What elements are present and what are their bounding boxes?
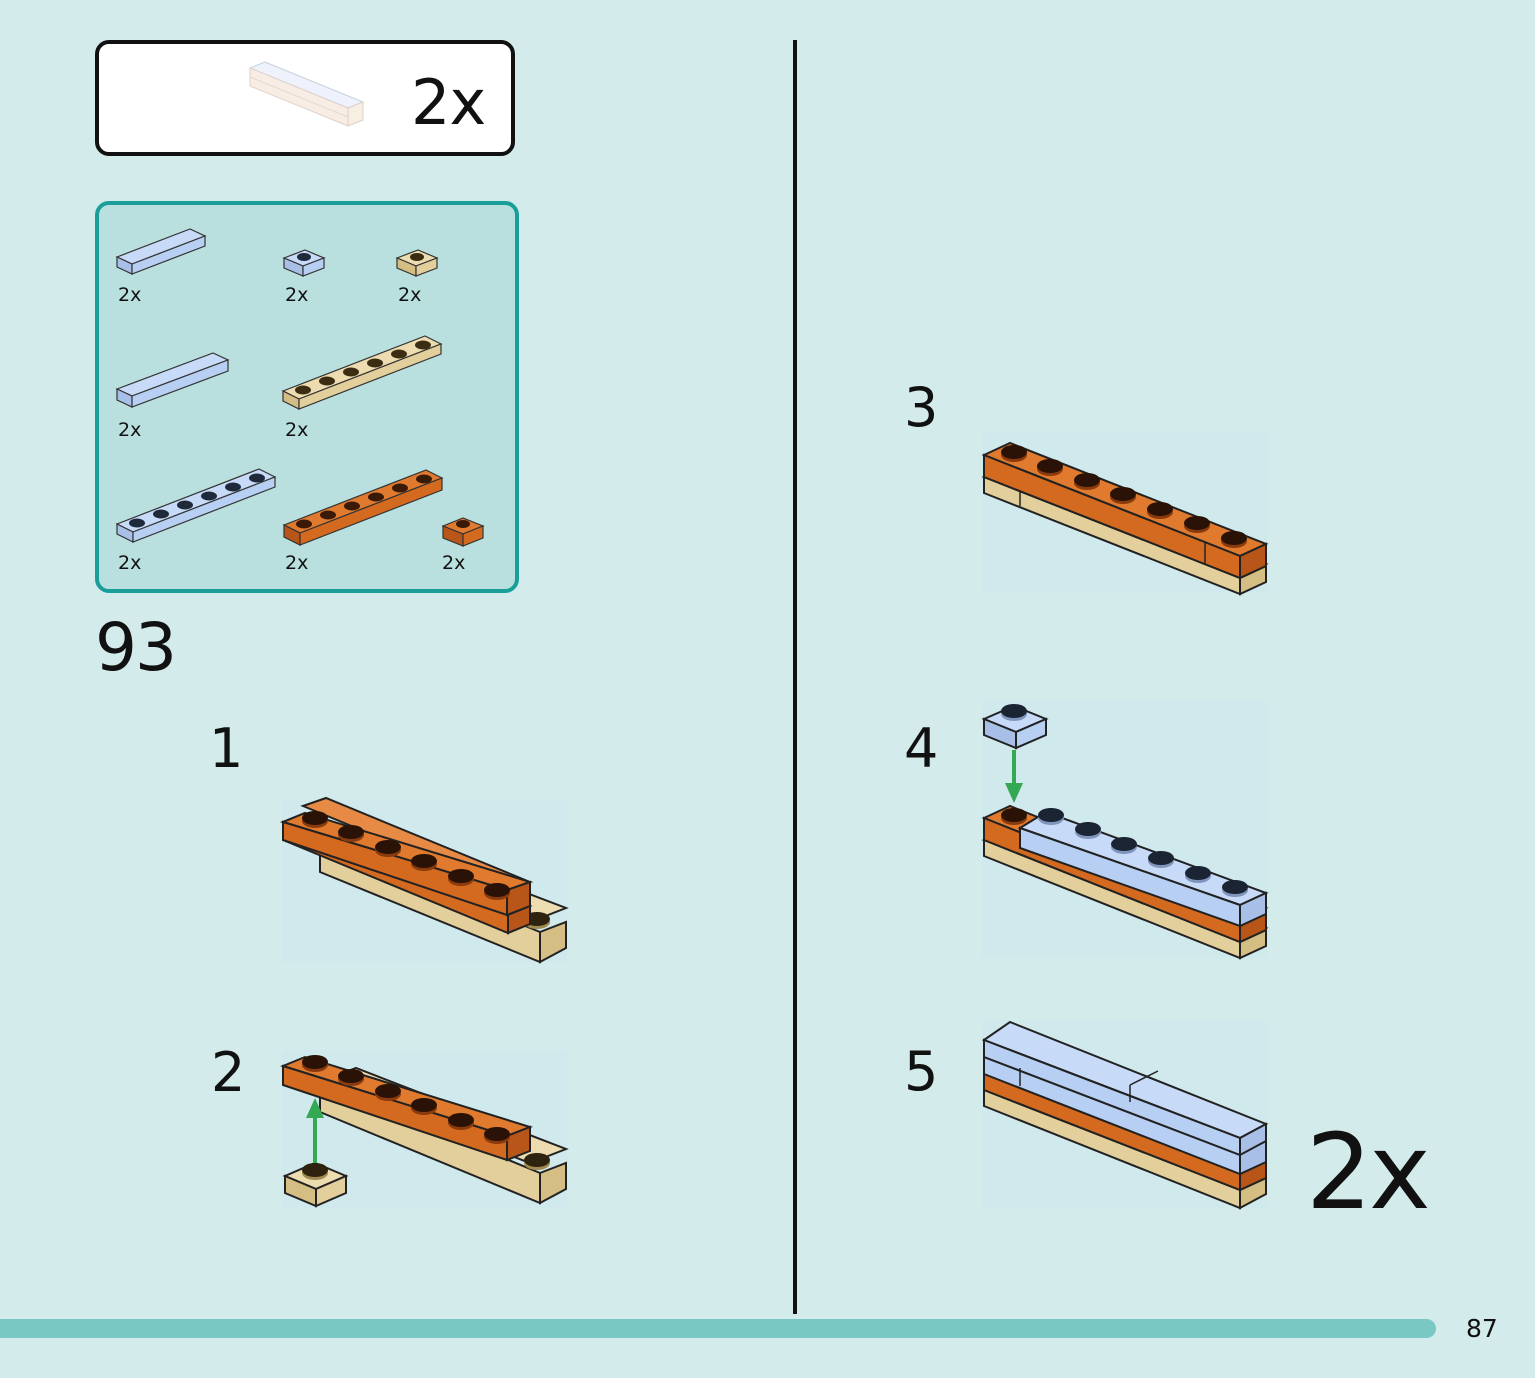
part-qty: 2x — [442, 552, 466, 574]
part-light-blue-tile-1x6 — [115, 352, 230, 408]
parts-list-drawings — [115, 228, 485, 547]
step-2-illustration — [280, 1050, 569, 1208]
step-3-illustration — [981, 432, 1269, 596]
substep-number-5: 5 — [904, 1040, 939, 1103]
substep-number-3: 3 — [904, 376, 939, 439]
part-orange-plate-1x6 — [282, 469, 444, 546]
callout-count: 2x — [411, 66, 486, 139]
part-light-blue-plate-1x6 — [115, 468, 277, 543]
part-qty: 2x — [118, 284, 142, 306]
step-5-illustration — [981, 1020, 1269, 1210]
main-step-number: 93 — [95, 609, 177, 686]
callout-box: 2x — [95, 40, 515, 156]
substep-number-1: 1 — [209, 717, 244, 780]
part-tan-plate-1x6 — [281, 335, 443, 410]
footer-bar — [0, 1319, 1436, 1338]
step-1-illustration — [280, 796, 569, 964]
part-light-blue-tile-1x4 — [115, 228, 207, 275]
part-qty: 2x — [285, 552, 309, 574]
step-4-illustration — [981, 700, 1269, 960]
part-qty: 2x — [285, 284, 309, 306]
part-tan-plate-1x1 — [395, 249, 439, 277]
callout-assembly-icon — [248, 61, 365, 127]
part-light-blue-plate-1x1 — [282, 249, 326, 277]
part-qty: 2x — [398, 284, 422, 306]
part-orange-plate-1x1 — [441, 517, 485, 547]
part-qty: 2x — [118, 552, 142, 574]
substep-number-4: 4 — [904, 717, 939, 780]
parts-list-box: 2x 2x 2x 2x 2x 2x 2x 2x — [95, 201, 519, 593]
final-count: 2x — [1306, 1111, 1431, 1233]
part-qty: 2x — [285, 419, 309, 441]
substep-number-2: 2 — [211, 1041, 246, 1104]
page-number: 87 — [1466, 1314, 1498, 1343]
part-qty: 2x — [118, 419, 142, 441]
column-divider — [793, 40, 797, 1314]
